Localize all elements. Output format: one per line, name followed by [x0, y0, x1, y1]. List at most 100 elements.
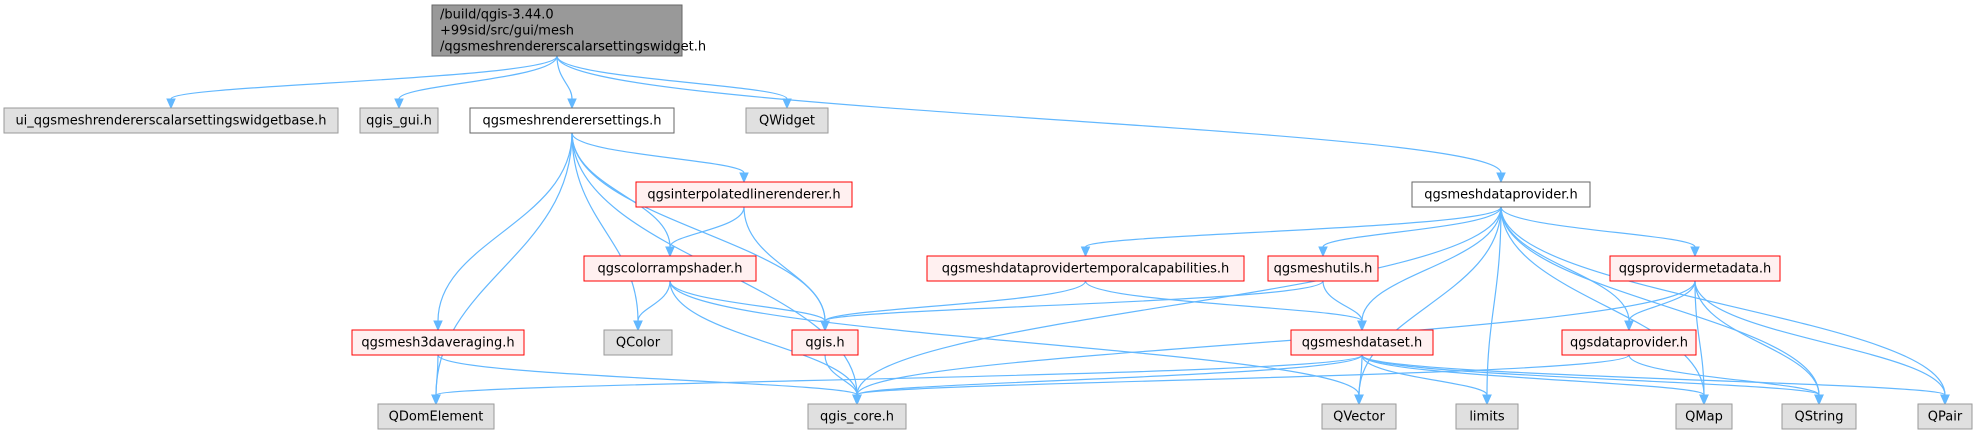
node-temporal[interactable]: qgsmeshdataprovidertemporalcapabilities.… [926, 255, 1245, 282]
node-box [926, 255, 1245, 282]
edge-line [1486, 206, 1502, 396]
node-label: QWidget [759, 114, 815, 129]
edge-line [571, 132, 745, 174]
edge-line [856, 280, 1696, 396]
edge-line [1084, 280, 1363, 322]
edge-line [571, 132, 639, 322]
node-dataprovider[interactable]: qgsmeshdataprovider.h [1411, 181, 1591, 208]
edge-arrowhead [1940, 394, 1950, 406]
edge-line [437, 354, 858, 396]
edge-line [824, 354, 858, 396]
node-label: qgsmeshrenderersettings.h [482, 114, 661, 129]
edge-line [1361, 354, 1820, 396]
edge-interp-to-colorramp [665, 206, 745, 258]
node-box [431, 4, 683, 57]
edges-layer [166, 55, 1950, 406]
node-providermeta[interactable]: qgsprovidermetadata.h [1609, 255, 1781, 282]
node-box [1290, 329, 1434, 356]
node-box [807, 403, 907, 430]
edge-line [556, 55, 788, 100]
edge-arrowhead [852, 394, 862, 406]
node-colorramp[interactable]: qgscolorrampshader.h [583, 255, 757, 282]
node-qgis_h[interactable]: qgis.h [791, 329, 859, 356]
node-rendersettings[interactable]: qgsmeshrenderersettings.h [469, 107, 675, 134]
edge-line [1694, 280, 1820, 396]
node-label: qgis.h [805, 336, 844, 351]
edge-rendersettings-to-interp [571, 132, 749, 184]
edge-arrowhead [433, 320, 443, 332]
edge-root-to-qgis_gui [394, 55, 558, 110]
edge-line [856, 206, 1502, 396]
edge-line [1361, 206, 1502, 322]
node-limits: limits [1455, 403, 1519, 430]
node-label: /build/qgis-3.44.0 [440, 8, 554, 23]
edge-arrowhead [1482, 394, 1492, 406]
node-qmap: QMap [1675, 403, 1733, 430]
node-label: +99sid/src/gui/mesh [440, 24, 574, 39]
node-box [1675, 403, 1733, 430]
node-box [1917, 403, 1973, 430]
edge-line [1361, 354, 1946, 396]
node-qgis_gui: qgis_gui.h [359, 107, 439, 134]
node-box [377, 403, 495, 430]
edge-root-to-dataprovider [556, 55, 1506, 184]
edge-line [669, 206, 745, 248]
edge-arrowhead [1496, 172, 1506, 184]
node-root[interactable]: /build/qgis-3.44.0+99sid/src/gui/mesh/qg… [431, 4, 706, 57]
node-box [1455, 403, 1519, 430]
edge-arrowhead [1354, 394, 1364, 406]
node-box [1267, 255, 1379, 282]
edge-line [1694, 280, 1946, 396]
edge-arrowhead [1814, 394, 1824, 406]
edge-providermeta-to-qstring [1694, 280, 1824, 406]
node-label: /qgsmeshrendererscalarsettingswidget.h [440, 40, 706, 55]
edge-arrowhead [1357, 320, 1367, 332]
edge-rendersettings-to-qdomelement [431, 132, 573, 406]
node-box [3, 107, 339, 134]
node-qgsdataprovider[interactable]: qgsdataprovider.h [1561, 329, 1697, 356]
node-label: qgsmeshdataset.h [1302, 336, 1422, 351]
edge-qgsdataprovider-to-qgis_core [852, 354, 1630, 406]
edge-line [556, 55, 573, 100]
edge-line [1694, 280, 1705, 396]
node-dataset[interactable]: qgsmeshdataset.h [1290, 329, 1434, 356]
edge-line [170, 55, 558, 100]
edge-line [824, 280, 1324, 322]
node-label: qgscolorrampshader.h [597, 262, 742, 277]
edge-temporal-to-dataset [1084, 280, 1367, 332]
node-box [745, 107, 829, 134]
edge-line [669, 280, 826, 322]
node-label: limits [1469, 410, 1505, 425]
edge-dataset-to-limits [1361, 354, 1492, 406]
edge-line [669, 280, 1360, 396]
node-box [603, 329, 673, 356]
edge-line [398, 55, 558, 100]
node-box [1561, 329, 1697, 356]
node-qpair: QPair [1917, 403, 1973, 430]
edge-line [1361, 354, 1488, 396]
edge-line [669, 280, 858, 396]
edge-line [437, 132, 573, 322]
edge-arrowhead [1624, 320, 1634, 332]
node-qstring: QString [1781, 403, 1857, 430]
node-box [1609, 255, 1781, 282]
node-label: qgis_core.h [820, 410, 894, 425]
edge-arrowhead [1699, 394, 1709, 406]
node-averaging[interactable]: qgsmesh3daveraging.h [351, 329, 525, 356]
edge-interp-to-qgis_h [743, 206, 830, 332]
edge-line [1500, 206, 1705, 396]
edge-rendersettings-to-averaging [433, 132, 573, 332]
node-meshutils[interactable]: qgsmeshutils.h [1267, 255, 1379, 282]
node-interp[interactable]: qgsinterpolatedlinerenderer.h [635, 181, 853, 208]
edge-dataset-to-qgis_core [852, 354, 1363, 406]
edge-line [435, 354, 439, 396]
edge-line [1500, 206, 1946, 396]
edge-colorramp-to-qgis_h [669, 280, 830, 332]
edge-meshutils-to-dataset [1322, 280, 1367, 332]
edge-line [824, 280, 1087, 322]
edge-arrowhead [633, 320, 643, 332]
node-box [1411, 181, 1591, 208]
edge-arrowhead [166, 98, 176, 110]
node-label: qgsdataprovider.h [1570, 336, 1688, 351]
edge-arrowhead [1318, 246, 1328, 258]
